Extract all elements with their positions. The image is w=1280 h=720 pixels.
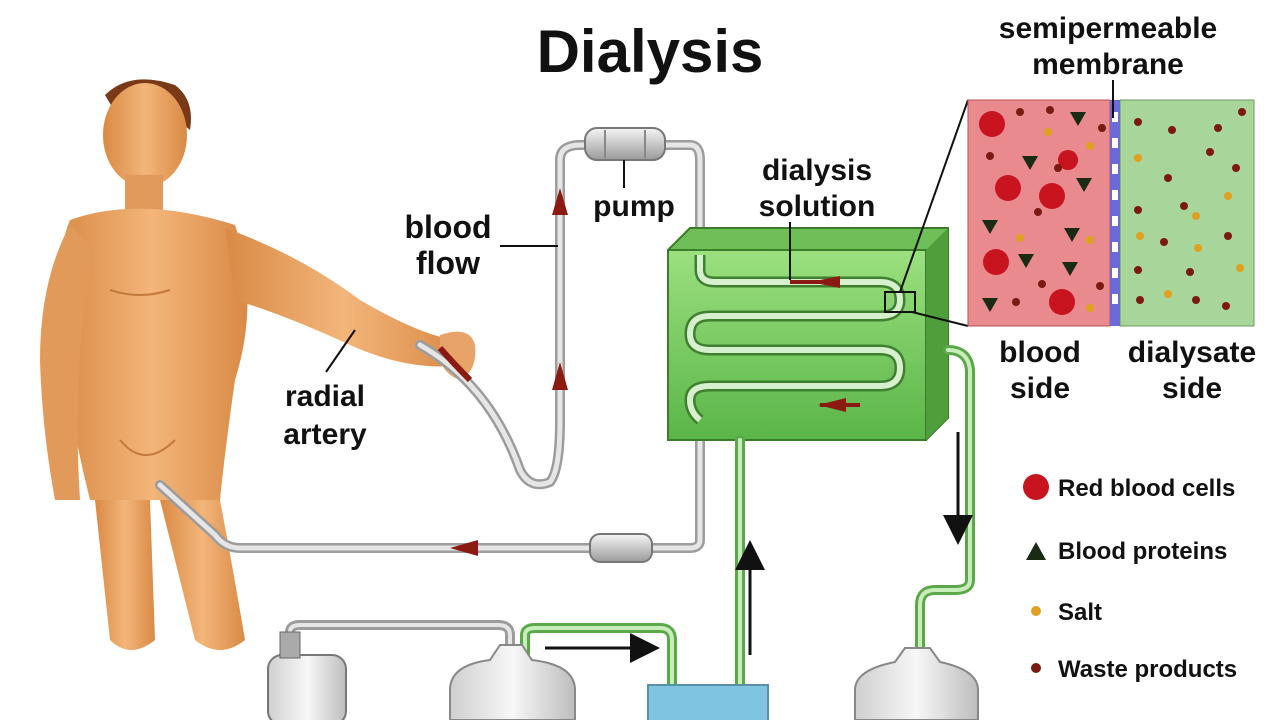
membrane-inset bbox=[967, 99, 1255, 327]
pump-label: pump bbox=[593, 190, 675, 223]
zoom-line-bottom bbox=[911, 311, 969, 327]
membrane-label-line2: membrane bbox=[1032, 48, 1184, 81]
red-blood-cells bbox=[979, 111, 1078, 315]
salt-particles bbox=[1016, 128, 1244, 312]
blood-flow-label-line2: flow bbox=[416, 245, 480, 281]
legend-waste-icon bbox=[1031, 663, 1041, 673]
legend-red-cell-icon bbox=[1023, 474, 1049, 500]
membrane-label-line1: semipermeable bbox=[999, 12, 1217, 45]
legend-waste-products: Waste products bbox=[1058, 656, 1237, 683]
dialysate-side-panel bbox=[1119, 99, 1255, 327]
beaker bbox=[647, 684, 769, 720]
legend-salt-icon bbox=[1031, 606, 1041, 616]
blood-side-label-line2: side bbox=[1010, 372, 1070, 405]
leader-lines bbox=[325, 80, 1114, 373]
bottle-left bbox=[449, 644, 576, 720]
zoom-line-top bbox=[899, 99, 969, 293]
radial-artery-label-line2: artery bbox=[283, 418, 367, 451]
inline-filter bbox=[589, 533, 653, 563]
legend-blood-proteins: Blood proteins bbox=[1058, 538, 1227, 565]
blood-proteins bbox=[982, 112, 1092, 312]
waste-particles bbox=[986, 106, 1246, 310]
dialysis-tank bbox=[667, 227, 949, 441]
gas-cylinder bbox=[267, 631, 347, 720]
membrane-strip bbox=[1110, 100, 1120, 326]
legend-protein-icon bbox=[1026, 542, 1046, 560]
human-figure bbox=[40, 79, 476, 650]
dialysis-solution-label-line1: dialysis bbox=[762, 154, 872, 187]
bottle-right bbox=[854, 647, 979, 720]
dialysate-tubing bbox=[285, 345, 975, 705]
radial-artery-leader bbox=[325, 329, 356, 373]
radial-artery-label-line1: radial bbox=[285, 380, 365, 413]
legend: Red blood cells Blood proteins Salt Wast… bbox=[1023, 474, 1237, 683]
legend-red-blood-cells: Red blood cells bbox=[1058, 475, 1235, 502]
legend-salt: Salt bbox=[1058, 599, 1102, 626]
diagram-title: Dialysis bbox=[537, 18, 764, 85]
blood-flow-label-line1: blood bbox=[404, 209, 491, 245]
pump bbox=[584, 127, 666, 161]
blood-flow-arrows bbox=[437, 188, 568, 556]
dialysis-solution-label-line2: solution bbox=[759, 190, 876, 223]
dialysate-side-label-line1: dialysate bbox=[1128, 336, 1256, 369]
blood-side-label-line1: blood bbox=[999, 336, 1081, 369]
dialysate-side-label-line2: side bbox=[1162, 372, 1222, 405]
direction-arrows bbox=[545, 432, 973, 663]
